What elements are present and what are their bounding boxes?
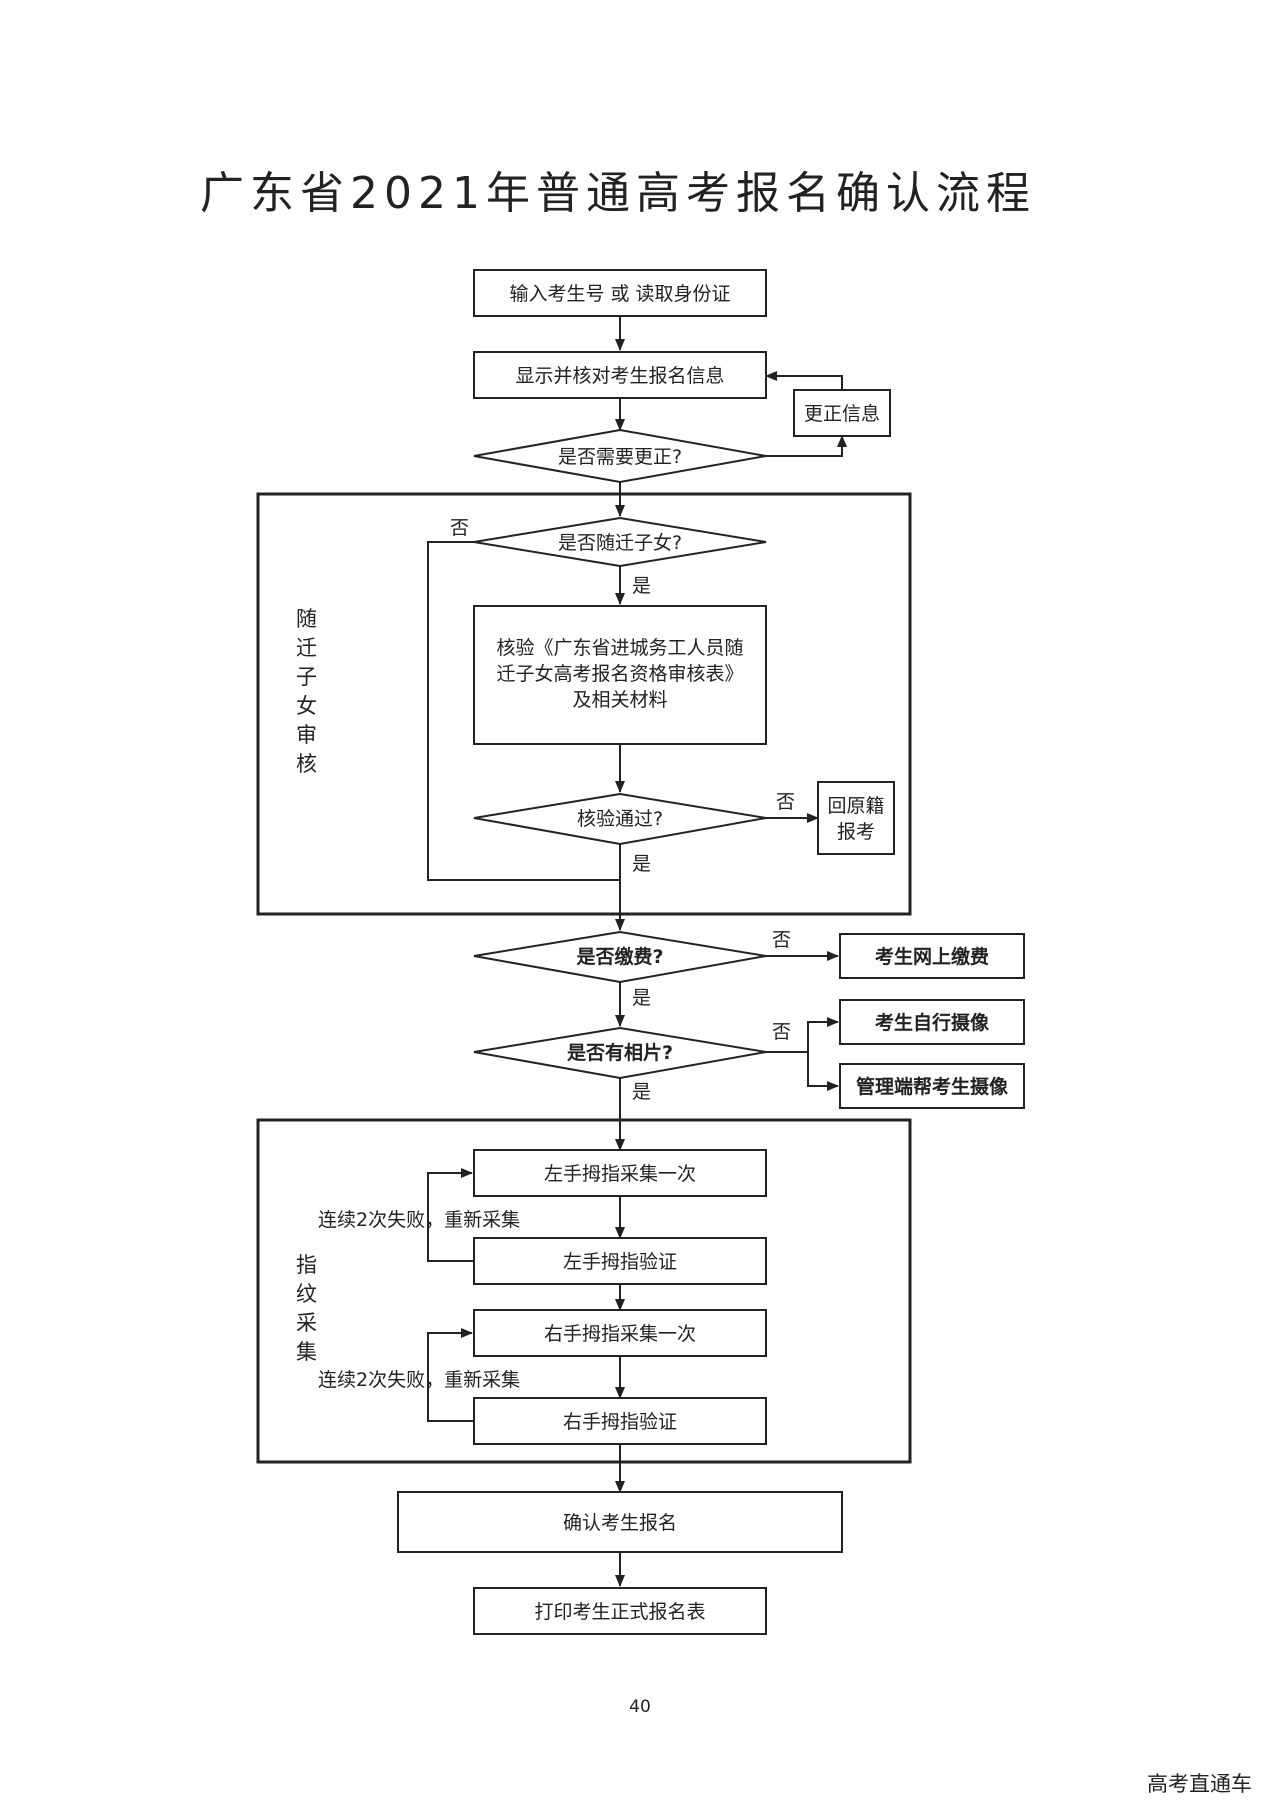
decision-is-paid-label: 是否缴费? xyxy=(576,945,663,968)
connectors xyxy=(427,316,847,1587)
decision-has-photo xyxy=(473,1026,767,1080)
decision-is-migrant-label: 是否随迁子女? xyxy=(558,532,682,554)
node-right-verify-label: 右手拇指验证 xyxy=(563,1411,677,1433)
svg-text:纹: 纹 xyxy=(296,1282,317,1306)
edge-correct-info-to-display xyxy=(765,371,843,390)
node-pay-online xyxy=(839,933,1025,979)
edge-need-correct-to-correct-info xyxy=(766,435,847,457)
svg-text:核: 核 xyxy=(296,752,317,776)
node-print-form xyxy=(473,1587,767,1635)
edge-label-photo-yes: 是 xyxy=(632,1081,651,1103)
edge-label-left-retry: 连续2次失败，重新采集 xyxy=(318,1209,520,1231)
page-number: 40 xyxy=(629,1697,651,1717)
decision-has-photo-label: 是否有相片? xyxy=(567,1041,673,1064)
node-verify-form xyxy=(473,605,767,745)
node-input-id-label: 输入考生号 或 读取身份证 xyxy=(509,283,730,305)
node-right-capture-label: 右手拇指采集一次 xyxy=(544,1323,696,1345)
svg-text:采: 采 xyxy=(296,1311,317,1335)
node-self-photo xyxy=(839,999,1025,1045)
svg-text:迁: 迁 xyxy=(296,636,317,660)
edge-label-right-retry: 连续2次失败，重新采集 xyxy=(318,1369,520,1391)
node-verify-form-line2: 迁子女高考报名资格审核表》 xyxy=(496,663,743,685)
node-left-capture xyxy=(473,1149,767,1197)
svg-text:随: 随 xyxy=(296,607,317,631)
node-right-verify xyxy=(473,1397,767,1445)
edge-label-migrant-yes: 是 xyxy=(632,575,651,597)
node-verify-form-line3: 及相关材料 xyxy=(572,689,667,711)
node-left-capture-label: 左手拇指采集一次 xyxy=(544,1163,696,1185)
node-print-form-label: 打印考生正式报名表 xyxy=(534,1601,705,1623)
node-return-home-line1: 回原籍 xyxy=(827,795,884,817)
svg-text:子: 子 xyxy=(296,665,317,689)
node-return-home xyxy=(817,781,895,855)
decision-need-correct xyxy=(473,428,767,484)
svg-text:指: 指 xyxy=(296,1253,317,1277)
decision-verify-passed-label: 核验通过? xyxy=(577,808,663,830)
node-right-capture xyxy=(473,1309,767,1357)
page-title: 广东省2021年普通高考报名确认流程 xyxy=(200,168,1036,219)
decision-need-correct-label: 是否需要更正? xyxy=(558,446,682,468)
edge-left-retry xyxy=(427,1168,474,1262)
edge-photo-no-to-admin xyxy=(807,1052,839,1091)
migrant-review-label: 随 迁 子 女 审 核 xyxy=(296,607,317,776)
svg-text:审: 审 xyxy=(296,723,317,747)
node-correct-info xyxy=(793,389,891,437)
node-return-home-line2: 报考 xyxy=(837,821,875,843)
edge-label-migrant-no: 否 xyxy=(450,517,469,539)
edge-migrant-no-bypass xyxy=(427,541,620,881)
node-admin-photo xyxy=(839,1063,1025,1109)
edge-label-photo-no: 否 xyxy=(772,1021,791,1043)
decision-verify-passed xyxy=(473,792,767,846)
node-pay-online-label: 考生网上缴费 xyxy=(875,945,989,968)
node-display-info-label: 显示并核对考生报名信息 xyxy=(515,365,724,387)
edge-label-passed-yes: 是 xyxy=(632,853,651,875)
node-left-verify xyxy=(473,1237,767,1285)
edge-label-passed-no: 否 xyxy=(776,791,795,813)
node-verify-form-line1: 核验《广东省进城务工人员随 xyxy=(496,637,743,659)
node-confirm xyxy=(397,1491,843,1553)
watermark-text: 高考直通车 xyxy=(1147,1772,1252,1796)
edge-label-paid-no: 否 xyxy=(772,929,791,951)
node-left-verify-label: 左手拇指验证 xyxy=(563,1251,677,1273)
node-admin-photo-label: 管理端帮考生摄像 xyxy=(856,1075,1009,1098)
edge-label-paid-yes: 是 xyxy=(632,987,651,1009)
fingerprint-frame xyxy=(256,1118,912,1464)
svg-text:女: 女 xyxy=(296,694,317,718)
decision-is-paid xyxy=(473,930,767,984)
fingerprint-label: 指 纹 采 集 xyxy=(296,1253,317,1364)
node-correct-info-label: 更正信息 xyxy=(804,403,880,425)
edge-right-retry xyxy=(427,1328,474,1422)
node-input-id xyxy=(473,269,767,317)
decision-is-migrant xyxy=(473,516,767,568)
svg-text:集: 集 xyxy=(296,1340,317,1364)
node-self-photo-label: 考生自行摄像 xyxy=(875,1011,990,1034)
node-display-info xyxy=(473,351,767,399)
migrant-review-frame xyxy=(256,492,912,916)
edge-photo-no-to-self xyxy=(807,1017,839,1052)
node-confirm-label: 确认考生报名 xyxy=(563,1512,677,1534)
